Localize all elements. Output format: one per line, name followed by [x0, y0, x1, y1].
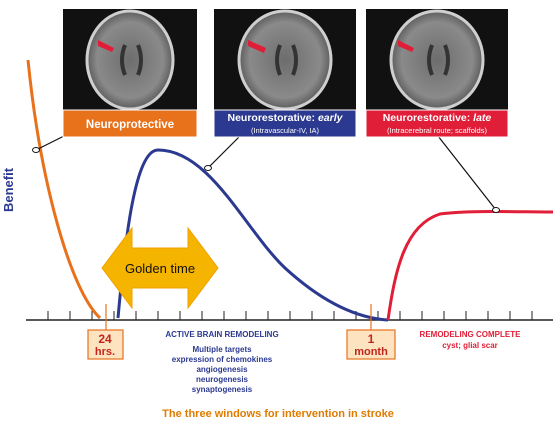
- panel-label-box: [213, 109, 357, 138]
- late-restorative-curve: [386, 210, 553, 321]
- lesion-arrow-icon: [398, 40, 414, 52]
- time-marker-value: 24: [98, 332, 112, 346]
- x-axis-ticks: [47, 311, 533, 320]
- time-marker-1month: 1 month: [346, 304, 396, 360]
- remodeling-item: synaptogenesis: [192, 385, 253, 394]
- panel-neurorestorative-late: Neurorestorative: late (Intracerebral ro…: [365, 9, 509, 138]
- panel-label-box: [365, 109, 509, 138]
- remodeling-item: neurogenesis: [196, 375, 249, 384]
- y-axis-label: Benefit: [1, 167, 16, 212]
- ct-brain-shape: [389, 9, 485, 111]
- lesion-arrow-icon: [98, 40, 114, 52]
- panel-title: Neurorestorative: early: [228, 112, 344, 124]
- golden-time-arrow: Golden time: [101, 226, 219, 310]
- remodeling-item: Multiple targets: [192, 345, 252, 354]
- connector-dot-neuroprotective: [32, 147, 40, 153]
- remodeling-item: expression of chemokines: [172, 355, 273, 364]
- time-marker-24hrs: 24 hrs.: [87, 304, 124, 360]
- panel-title: Neurorestorative: late: [383, 112, 492, 124]
- connector-neuroprotective: [35, 135, 65, 151]
- connector-dot-late: [492, 207, 500, 213]
- figure-caption: The three windows for intervention in st…: [162, 408, 394, 420]
- time-marker-unit: month: [354, 346, 388, 358]
- remodeling-complete-title: REMODELING COMPLETE: [420, 330, 522, 339]
- neuroprotective-curve: [26, 59, 102, 320]
- early-restorative-curve: [116, 148, 389, 322]
- ct-brain-shape: [237, 9, 333, 111]
- panel-neuroprotective: Neuroprotective: [62, 9, 198, 138]
- panel-subtitle: (Intracerebral route; scaffolds): [387, 126, 487, 135]
- remodeling-complete-block: REMODELING COMPLETE cyst; glial scar: [420, 330, 522, 350]
- connector-late: [437, 135, 497, 211]
- connector-dot-early: [204, 165, 212, 171]
- panel-label-box: [62, 109, 198, 138]
- panel-title: Neuroprotective: [86, 119, 174, 131]
- ct-brain-shape: [85, 9, 175, 111]
- time-marker-value: 1: [368, 332, 375, 346]
- time-marker-box: [87, 329, 124, 360]
- remodeling-complete-subtitle: cyst; glial scar: [442, 341, 498, 350]
- time-marker-box: [346, 329, 396, 360]
- golden-time-label: Golden time: [125, 261, 195, 276]
- panel-subtitle: (Intravascular-IV, IA): [251, 126, 320, 135]
- time-marker-unit: hrs.: [95, 346, 115, 358]
- panel-neurorestorative-early: Neurorestorative: early (Intravascular-I…: [213, 9, 357, 138]
- double-arrow-icon: [101, 226, 219, 310]
- active-remodeling-title: ACTIVE BRAIN REMODELING: [165, 330, 278, 339]
- remodeling-item: angiogenesis: [196, 365, 248, 374]
- connector-early: [207, 135, 241, 169]
- active-remodeling-block: ACTIVE BRAIN REMODELING Multiple targets…: [165, 330, 278, 394]
- lesion-arrow-icon: [248, 40, 266, 53]
